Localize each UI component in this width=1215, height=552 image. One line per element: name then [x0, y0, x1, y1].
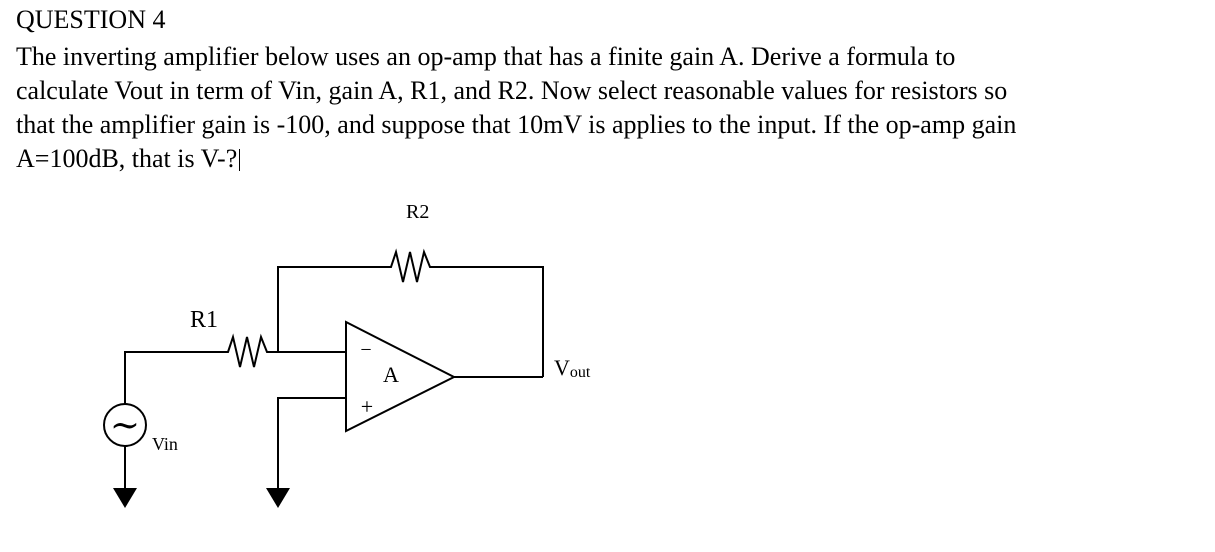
source-top-wire: [124, 351, 220, 404]
r1-resistor: [220, 333, 278, 368]
text-cursor: [239, 149, 241, 171]
question-line: that the amplifier gain is -100, and sup…: [16, 110, 1017, 139]
feedback-left-wire: [277, 266, 386, 352]
inverting-input-symbol: −: [360, 339, 371, 361]
question-text: The inverting amplifier below uses an op…: [16, 40, 1206, 176]
vin-label: Vin: [152, 434, 178, 454]
question-heading: QUESTION 4: [16, 5, 166, 34]
vout-label: Vout: [554, 355, 591, 381]
opamp-triangle: [345, 320, 457, 433]
ac-source-symbol: ∼: [110, 405, 140, 445]
ground-symbol: [113, 488, 137, 508]
ground-symbol: [266, 488, 290, 508]
question-line: calculate Vout in term of Vin, gain A, R…: [16, 76, 1008, 105]
r1-label: R1: [190, 307, 218, 333]
noninverting-input-wire: [277, 397, 346, 488]
question-line: A=100dB, that is V-?: [16, 144, 238, 173]
r2-label: R2: [406, 201, 429, 223]
opamp-gain-label: A: [383, 362, 399, 387]
r2-resistor: [386, 248, 436, 283]
noninverting-input-symbol: +: [361, 394, 373, 419]
feedback-right-wire: [436, 266, 544, 377]
question-line: The inverting amplifier below uses an op…: [16, 42, 956, 71]
